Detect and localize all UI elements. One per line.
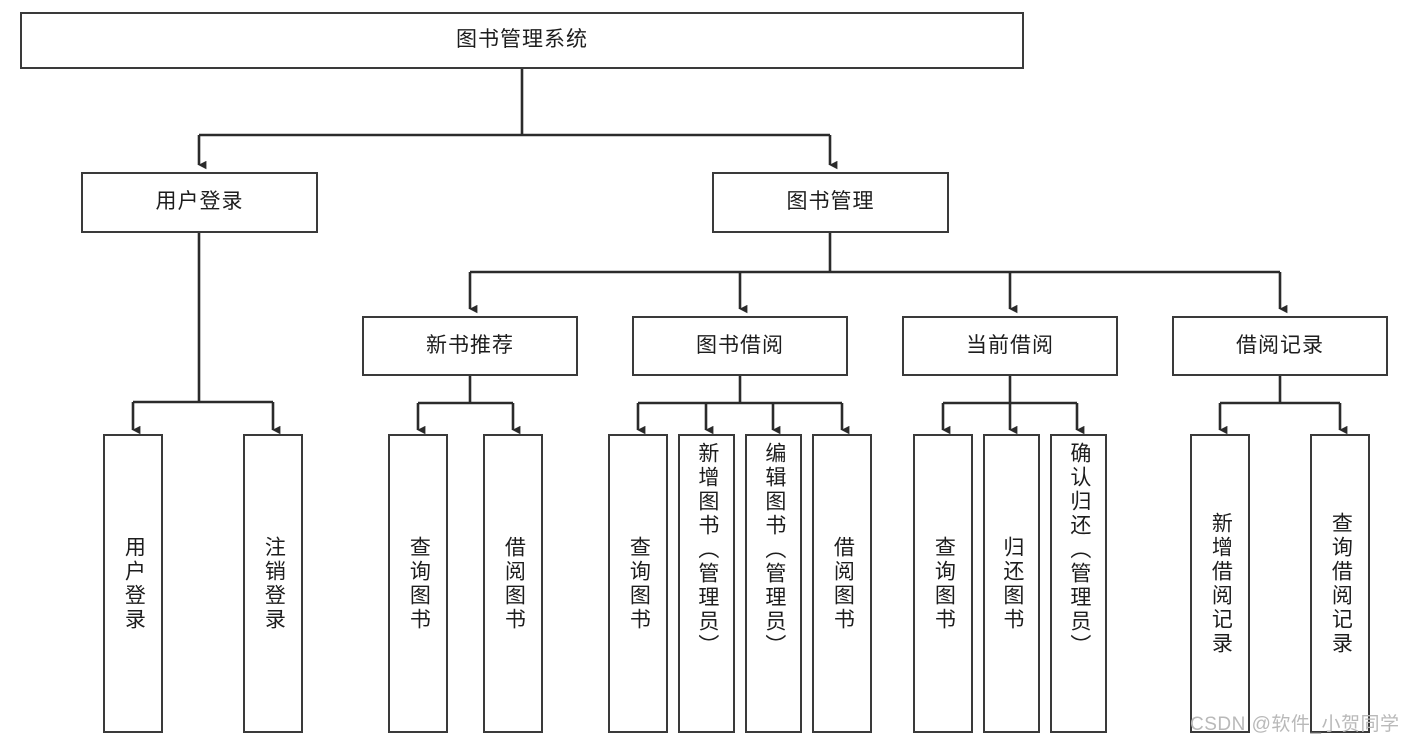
leaf-query-book-2-label: 查询图书 bbox=[627, 535, 651, 632]
node-new-book-recommend[interactable]: 新书推荐 bbox=[362, 316, 578, 376]
node-book-borrow-label: 图书借阅 bbox=[696, 333, 784, 357]
node-book-management[interactable]: 图书管理 bbox=[712, 172, 949, 233]
node-current-borrow-label: 当前借阅 bbox=[966, 333, 1054, 357]
node-book-borrow[interactable]: 图书借阅 bbox=[632, 316, 848, 376]
leaf-query-borrow-record-label: 查询借阅记录 bbox=[1329, 511, 1353, 656]
leaf-logout-login-label: 注销登录 bbox=[262, 535, 286, 632]
leaf-borrow-book-2-label: 借阅图书 bbox=[831, 535, 855, 632]
node-borrow-record-label: 借阅记录 bbox=[1236, 333, 1324, 357]
leaf-user-login-label: 用户登录 bbox=[122, 535, 146, 632]
leaf-edit-book[interactable]: 编辑图书（管理员） bbox=[745, 434, 802, 733]
leaf-return-book[interactable]: 归还图书 bbox=[983, 434, 1040, 733]
leaf-borrow-book-2[interactable]: 借阅图书 bbox=[812, 434, 872, 733]
node-new-book-recommend-label: 新书推荐 bbox=[426, 333, 514, 357]
leaf-add-borrow-record-label: 新增借阅记录 bbox=[1209, 511, 1233, 656]
leaf-query-book-1-label: 查询图书 bbox=[407, 535, 431, 632]
leaf-query-book-3-label: 查询图书 bbox=[932, 535, 956, 632]
leaf-add-book-label: 新增图书（管理员） bbox=[695, 442, 719, 658]
leaf-logout-login[interactable]: 注销登录 bbox=[243, 434, 303, 733]
leaf-query-book-1[interactable]: 查询图书 bbox=[388, 434, 448, 733]
leaf-add-borrow-record[interactable]: 新增借阅记录 bbox=[1190, 434, 1250, 733]
node-root-label: 图书管理系统 bbox=[456, 28, 588, 52]
node-borrow-record[interactable]: 借阅记录 bbox=[1172, 316, 1388, 376]
leaf-edit-book-label: 编辑图书（管理员） bbox=[762, 442, 786, 658]
leaf-query-book-2[interactable]: 查询图书 bbox=[608, 434, 668, 733]
leaf-borrow-book-1-label: 借阅图书 bbox=[502, 535, 526, 632]
node-root-system[interactable]: 图书管理系统 bbox=[20, 12, 1024, 69]
leaf-query-borrow-record[interactable]: 查询借阅记录 bbox=[1310, 434, 1370, 733]
node-current-borrow[interactable]: 当前借阅 bbox=[902, 316, 1118, 376]
leaf-confirm-return[interactable]: 确认归还（管理员） bbox=[1050, 434, 1107, 733]
leaf-borrow-book-1[interactable]: 借阅图书 bbox=[483, 434, 543, 733]
leaf-query-book-3[interactable]: 查询图书 bbox=[913, 434, 973, 733]
leaf-user-login[interactable]: 用户登录 bbox=[103, 434, 163, 733]
leaf-add-book[interactable]: 新增图书（管理员） bbox=[678, 434, 735, 733]
leaf-return-book-label: 归还图书 bbox=[1000, 535, 1024, 632]
leaf-confirm-return-label: 确认归还（管理员） bbox=[1067, 442, 1091, 658]
node-user-login[interactable]: 用户登录 bbox=[81, 172, 318, 233]
node-book-management-label: 图书管理 bbox=[786, 190, 875, 214]
csdn-watermark: CSDN @软件_小贺同学 bbox=[1190, 714, 1400, 735]
node-user-login-label: 用户登录 bbox=[155, 190, 244, 214]
